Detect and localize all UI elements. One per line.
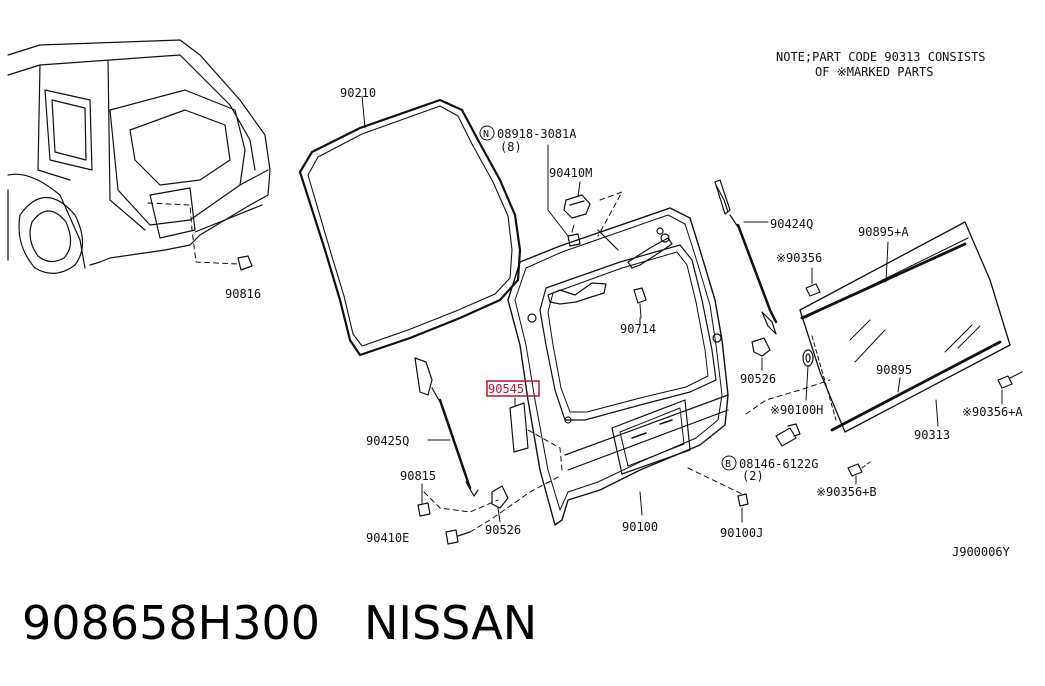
brand-name: NISSAN [364, 596, 538, 650]
label-90313: 90313 [914, 428, 950, 442]
back-door-panel-90100 [507, 207, 729, 526]
label-08918-qty: (8) [500, 140, 522, 154]
cap-90714-icon [633, 287, 647, 304]
circle-b-symbol [721, 455, 737, 471]
clip-90100J-icon [737, 493, 749, 507]
label-90425Q: 90425Q [366, 434, 409, 448]
gas-strut-90425Q [414, 357, 479, 497]
parts-diagram: N B NOTE;PART CODE 90313 CONSISTS OF ※MA… [7, 39, 1023, 559]
circle-n-symbol [479, 125, 495, 141]
pin-90356B-icon [847, 463, 863, 477]
label-90816: 90816 [225, 287, 261, 301]
label-90815: 90815 [400, 469, 436, 483]
label-90356A: ※90356+A [962, 405, 1023, 419]
label-90210: 90210 [340, 86, 376, 100]
label-90100: 90100 [622, 520, 658, 534]
label-90100H: ※90100H [770, 403, 823, 417]
label-90545-icon [509, 402, 529, 453]
note-line-1: NOTE;PART CODE 90313 CONSISTS [776, 50, 986, 64]
footer-caption: 908658H300 NISSAN [22, 596, 581, 650]
bracket-90526-left-icon [491, 485, 509, 509]
bolt-08146-icon [775, 423, 801, 447]
bumper-90815-icon [417, 502, 431, 517]
moulding-90895 [830, 340, 1002, 432]
label-90410E: 90410E [366, 531, 409, 545]
grommet-90100H-icon [802, 349, 814, 367]
label-90356: ※90356 [776, 251, 822, 265]
diagram-id: J900006Y [952, 545, 1011, 559]
circle-n-text: N [483, 129, 489, 140]
label-90424Q: 90424Q [770, 217, 813, 231]
pin-90356-icon [805, 283, 821, 297]
highlight-box [486, 380, 540, 397]
label-90895: 90895 [876, 363, 912, 377]
bracket-90526-right-icon [751, 337, 771, 357]
label-90545: 90545 [488, 382, 524, 396]
label-08918: 08918-3081A [497, 127, 577, 141]
back-glass-90313 [799, 221, 1011, 433]
pin-90356A-icon [997, 375, 1013, 389]
bolt-90410E-icon [445, 529, 471, 545]
label-08146-qty: (2) [742, 469, 764, 483]
gas-strut-90424Q [714, 179, 778, 335]
label-90410M: 90410M [549, 166, 592, 180]
part-number: 908658H300 [22, 596, 320, 650]
label-90714: 90714 [620, 322, 656, 336]
latch-90410M [563, 194, 591, 247]
note-line-2: OF ※MARKED PARTS [815, 65, 933, 79]
label-90895A: 90895+A [858, 225, 909, 239]
circle-b-text: B [725, 459, 731, 470]
label-90526-left: 90526 [485, 523, 521, 537]
moulding-90895A [800, 242, 967, 320]
label-08146: 08146-6122G [739, 457, 818, 471]
clip-90816-icon [237, 255, 253, 271]
label-90100J: 90100J [720, 526, 763, 540]
label-90356B: ※90356+B [816, 485, 877, 499]
label-90526-right: 90526 [740, 372, 776, 386]
vehicle-illustration [7, 39, 271, 274]
